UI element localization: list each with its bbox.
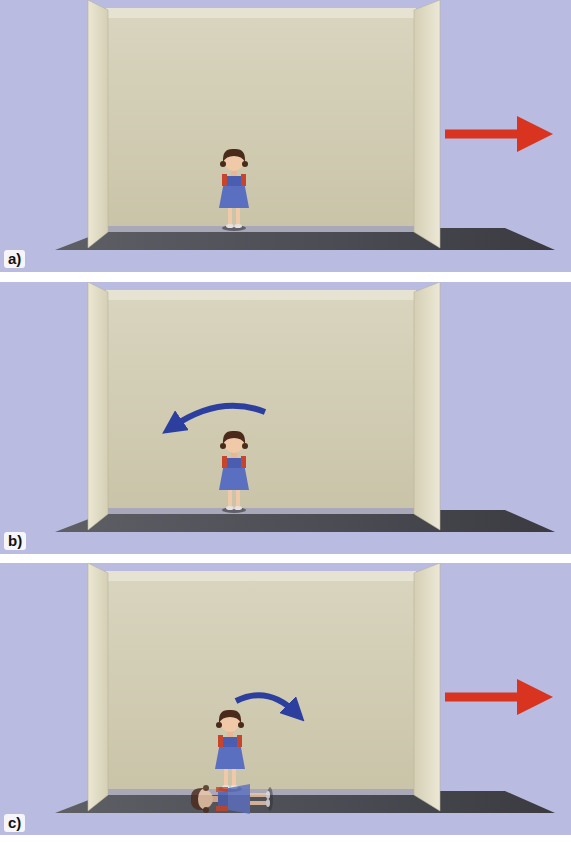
panel-label: b)	[4, 532, 26, 550]
sway-arrow	[172, 406, 265, 427]
panel-a	[0, 0, 571, 272]
sway-arrow	[236, 695, 296, 713]
room-motion-arrow	[445, 130, 535, 139]
panel-label: c)	[4, 814, 25, 832]
room-motion-arrow	[445, 693, 535, 702]
panel-label: a)	[4, 250, 25, 268]
panel-b	[0, 282, 571, 554]
panel-c	[0, 563, 571, 835]
fallen-child	[191, 784, 273, 814]
